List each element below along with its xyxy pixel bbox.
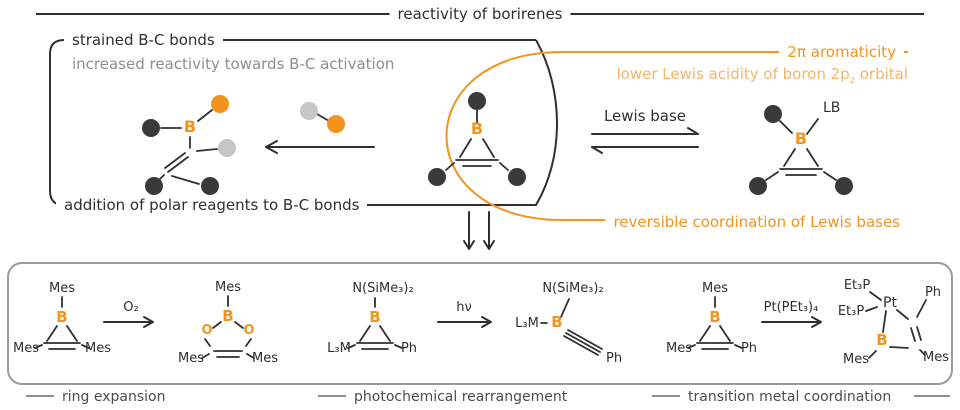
substituent-circle-dark [749,177,767,195]
boron-label: B [184,117,196,136]
vinylborane-product: B [142,95,236,195]
substituent-circle-dark [764,105,782,123]
aromaticity-footer: reversible coordination of Lewis bases [605,213,908,231]
phenyl-label: Ph [606,351,622,366]
substituent-circle-orange [327,115,345,133]
strained-heading: strained B-C bonds [64,31,223,49]
substituent-circle-dark [468,92,486,110]
phenyl-label: Ph [741,341,757,356]
boron-label: B [56,308,67,326]
mesityl-label: Mes [666,341,692,356]
reactions-frame [7,262,953,385]
hv-label: hν [456,300,472,315]
pt-reagent-label: Pt(PEt₃)₄ [764,300,819,315]
alkynylborane-product: N(SiMe₃)₂ L₃M B Ph [515,281,622,366]
aromaticity-subheading-main: lower Lewis acidity of boron 2p [616,65,850,83]
strained-subheading: increased reactivity towards B-C activat… [72,55,395,73]
metal-fragment-label: L₃M [327,341,351,356]
substituent-circle-dark [145,177,163,195]
mesityl-label: Mes [252,351,278,366]
phenyl-label: Ph [925,285,941,300]
photochemical-reactant: N(SiMe₃)₂ B L₃M Ph [327,281,417,356]
mesityl-label: Mes [923,350,949,365]
boron-label: B [709,308,720,326]
substituent-circle-orange [211,95,229,113]
boron-label: B [369,308,380,326]
ring-expansion-label: ring expansion [62,389,166,405]
oxygen-label: O [243,323,254,338]
equilibrium-arrows [591,127,699,154]
substituent-circle-dark [142,119,160,137]
mesityl-label: Mes [215,280,241,295]
platinum-complex-product: Et₃P Et₃P Pt Ph B Mes Mes [838,278,949,367]
mesityl-label: Mes [702,281,728,296]
platinum-label: Pt [883,295,897,311]
amide-label: N(SiMe₃)₂ [352,281,413,296]
aromaticity-subheading-sub: z [849,75,855,86]
metal-fragment-label: L₃M [515,316,539,331]
mesityl-label: Mes [85,341,111,356]
mesityl-label: Mes [843,352,869,367]
metal-coordination-arrow: Pt(PEt₃)₄ [761,300,822,328]
substituent-circle-gray [218,139,236,157]
boron-label: B [876,331,887,349]
down-arrows [463,211,495,250]
oxygen-label: O [201,323,212,338]
metal-coordination-reactant: Mes B Mes Ph [666,281,757,356]
metal-coordination-label: transition metal coordination [688,389,892,405]
boron-label: B [795,129,807,148]
boron-label: B [551,313,562,331]
substituent-circle-gray [300,102,318,120]
substituent-circle-dark [508,168,526,186]
amide-label: N(SiMe₃)₂ [542,281,603,296]
ring-expansion-reactant: Mes B Mes Mes [13,281,111,356]
substituent-circle-dark [428,168,446,186]
mesityl-label: Mes [49,281,75,296]
ring-expansion-arrow: O₂ [103,300,154,328]
phosphine-label: Et₃P [838,304,865,319]
boron-label: B [471,119,483,138]
boron-label: B [222,307,233,325]
lewis-base-label: LB [823,100,840,116]
figure-title: reactivity of borirenes [389,5,571,23]
central-borirene: B [428,92,526,186]
mesityl-label: Mes [13,341,39,356]
aromaticity-heading: 2π aromaticity [779,43,904,61]
strained-footer: addition of polar reagents to B-C bonds [56,196,368,214]
substituent-circle-dark [835,177,853,195]
lewis-base-adduct: B LB [749,100,853,195]
polar-reagent [300,102,345,133]
mesityl-label: Mes [178,351,204,366]
substituent-circle-dark [201,177,219,195]
aromaticity-subheading: lower Lewis acidity of boron 2pz orbital [616,65,908,90]
oxygen-reagent-label: O₂ [123,300,138,315]
photochemical-arrow: hν [437,300,492,328]
lewis-base-arrow-label: Lewis base [603,107,687,125]
dioxaborole-product: Mes B O O Mes Mes [178,280,278,366]
photochemical-label: photochemical rearrangement [354,389,568,405]
aromaticity-box-frame [445,51,908,221]
phenyl-label: Ph [401,341,417,356]
phosphine-label: Et₃P [844,278,871,293]
addition-arrow [265,140,375,154]
aromaticity-subheading-tail: orbital [854,65,908,83]
